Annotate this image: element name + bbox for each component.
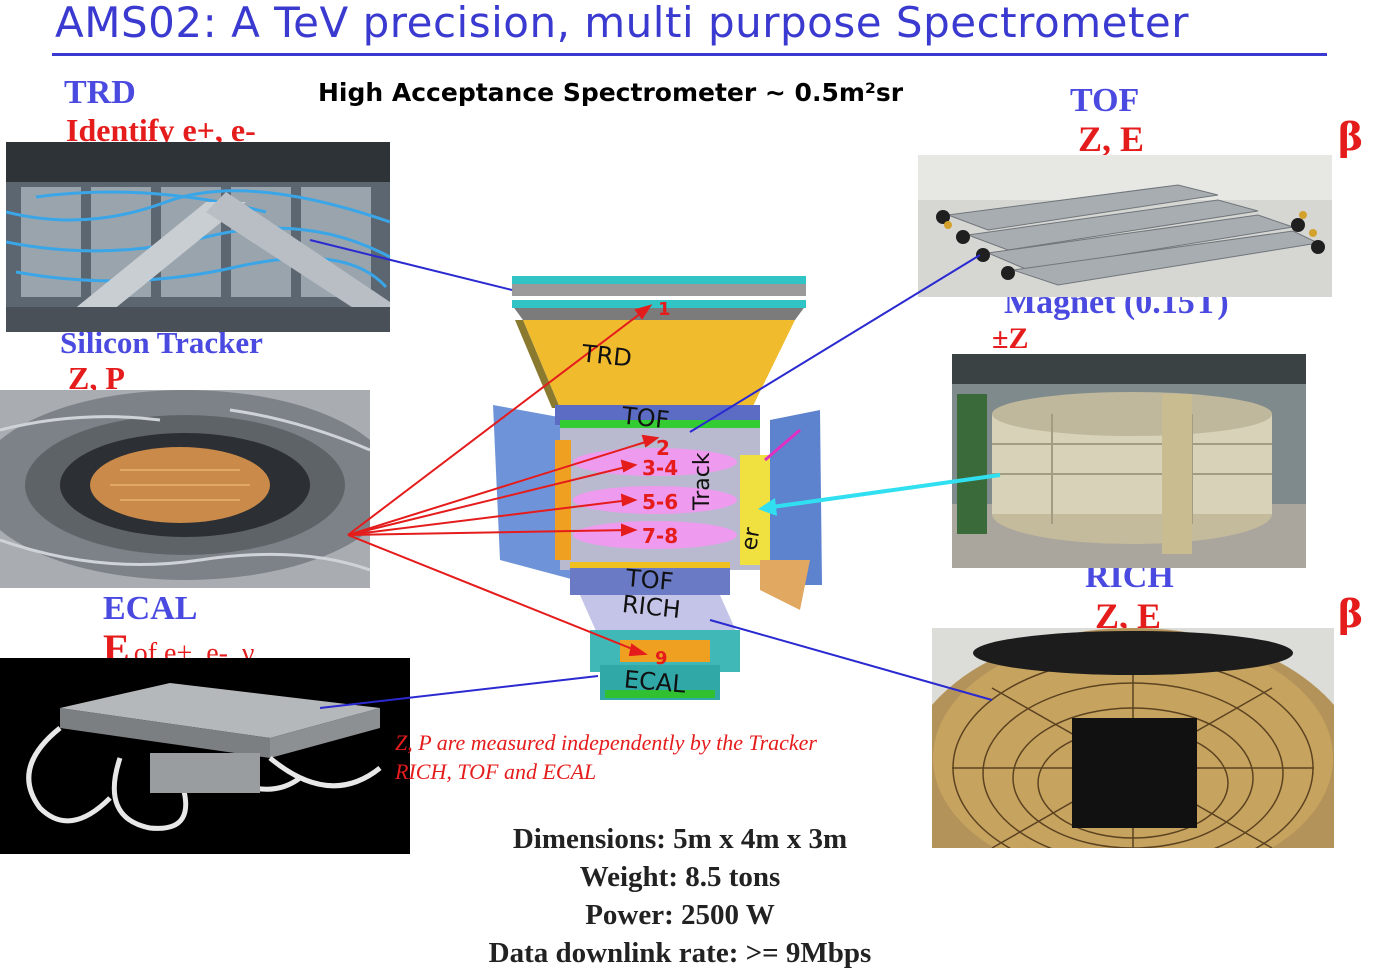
tracker-layer-7-8	[573, 521, 737, 549]
right-side-panel	[770, 410, 822, 585]
specifications: Dimensions: 5m x 4m x 3m Weight: 8.5 ton…	[440, 820, 920, 972]
page-title: AMS02: A TeV precision, multi purpose Sp…	[55, 0, 1190, 47]
tof-desc: Z, E	[1078, 119, 1145, 159]
tof-label: TOF	[1070, 82, 1140, 119]
magnet-desc: ±Z	[992, 322, 1029, 355]
magnet-arrow	[764, 473, 1001, 510]
connector-lines	[309, 239, 993, 709]
measurement-note-line: RICH, TOF and ECAL	[395, 759, 597, 784]
layer-2-label: 2	[656, 436, 670, 460]
tracker-photo	[0, 390, 370, 588]
detector-tracker-label: Track	[690, 452, 715, 510]
layer-3-4-label: 3-4	[642, 456, 679, 480]
trd-photo	[6, 142, 390, 332]
detector-trd-label: TRD	[580, 339, 634, 373]
left-side-panel	[493, 405, 575, 580]
tracker-arrows	[347, 304, 660, 657]
spec-dimensions: Dimensions: 5m x 4m x 3m	[512, 823, 848, 855]
tof-bottom	[570, 565, 730, 595]
detector-tof-top-label: TOF	[620, 401, 671, 435]
trd-body	[523, 320, 795, 408]
detector-ecal-label: ECAL	[622, 665, 687, 699]
trd-top-plate-2	[512, 305, 806, 320]
rich-beta: β	[1338, 591, 1364, 636]
layer-7-8-label: 7-8	[642, 524, 679, 548]
measurement-note-line: Z, P are measured independently by the T…	[395, 730, 817, 755]
tof-photo	[918, 155, 1332, 297]
measurement-note: Z, P are measured independently by the T…	[395, 728, 817, 786]
rich-body	[580, 595, 740, 640]
detector-rich-label: RICH	[620, 590, 682, 624]
layer-1-label: 1	[658, 299, 671, 320]
ecal-photo	[0, 658, 410, 854]
spec-weight: Weight: 8.5 tons	[579, 861, 781, 893]
layer-5-6-label: 5-6	[642, 490, 679, 514]
spec-power: Power: 2500 W	[585, 899, 775, 931]
tracker-layer-5-6	[573, 486, 737, 514]
tof-beta: β	[1338, 114, 1364, 159]
trd-label: TRD	[64, 74, 136, 111]
detector-tracker-label-2: er	[737, 525, 766, 553]
spec-downlink: Data downlink rate: >= 9Mbps	[488, 937, 872, 969]
layer-9-label: 9	[655, 648, 668, 669]
rich-photo	[932, 628, 1334, 848]
ecal-label: ECAL	[103, 590, 198, 627]
trd-top-plate-1	[512, 282, 806, 296]
magnet-photo	[952, 354, 1306, 568]
title-underline	[52, 53, 1327, 56]
subtitle: High Acceptance Spectrometer ~ 0.5m²sr	[318, 78, 904, 107]
